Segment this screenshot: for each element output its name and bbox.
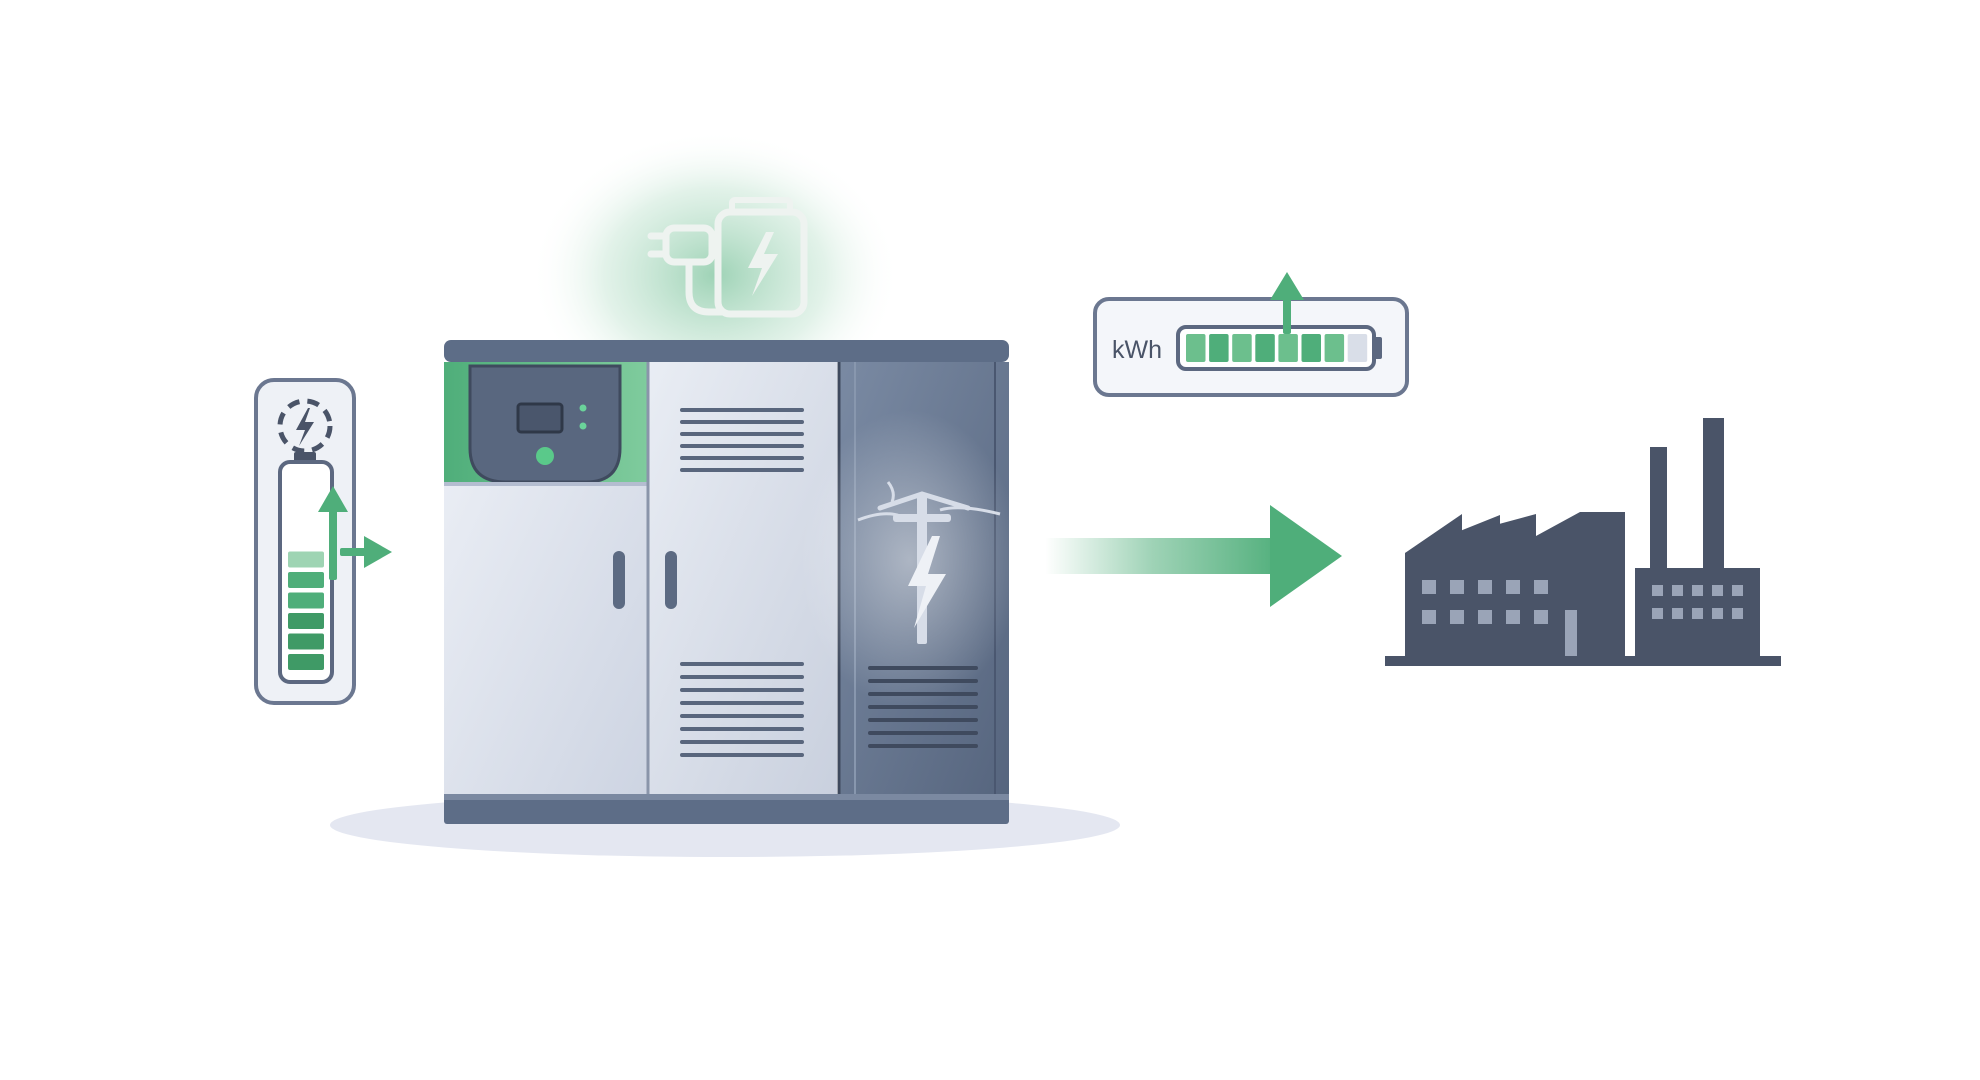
energy-charge-cell [1347, 334, 1368, 362]
power-pole-lightning-icon [857, 481, 1001, 644]
energy-storage-cabinet [444, 340, 1020, 824]
energy-charge-cell [1301, 334, 1321, 362]
vent-grille-lower [680, 662, 804, 757]
arrow-right-icon [1045, 505, 1342, 607]
module-charge-cell [288, 654, 324, 670]
energy-unit-label: kWh [1112, 336, 1162, 364]
inverter-display [516, 402, 564, 434]
energy-charge-cell [1255, 334, 1275, 362]
module-charge-cell [288, 551, 324, 568]
energy-card: kWh [1093, 272, 1409, 397]
energy-charge-cell [1278, 334, 1298, 362]
module-charge-cell [288, 633, 324, 650]
energy-charge-cell [1324, 334, 1345, 362]
energy-charge-cell [1209, 334, 1229, 362]
energy-battery-outline [1176, 325, 1376, 371]
module-charge-cells [288, 551, 324, 670]
module-charge-cell [288, 592, 324, 609]
output-right-arrow-icon [340, 536, 392, 568]
charge-up-arrow-icon [318, 486, 348, 580]
energy-charge-cells [1186, 334, 1368, 362]
module-charge-cell [288, 572, 324, 588]
inverter-status-light [536, 447, 554, 465]
energy-charge-cell [1232, 334, 1252, 362]
battery-charging-icon [714, 197, 808, 318]
charge-gauge-icon [277, 398, 333, 454]
battery-module [254, 378, 392, 705]
factory-icon [1385, 418, 1781, 666]
vent-grille-right [868, 666, 978, 748]
plug-icon [647, 224, 726, 316]
module-charge-cell [288, 613, 324, 629]
vent-grille-upper [680, 408, 804, 472]
door-handle-right [665, 551, 677, 609]
door-handle-left [613, 551, 625, 609]
energy-charge-cell [1186, 334, 1206, 362]
energy-up-arrow-icon [1270, 272, 1304, 334]
